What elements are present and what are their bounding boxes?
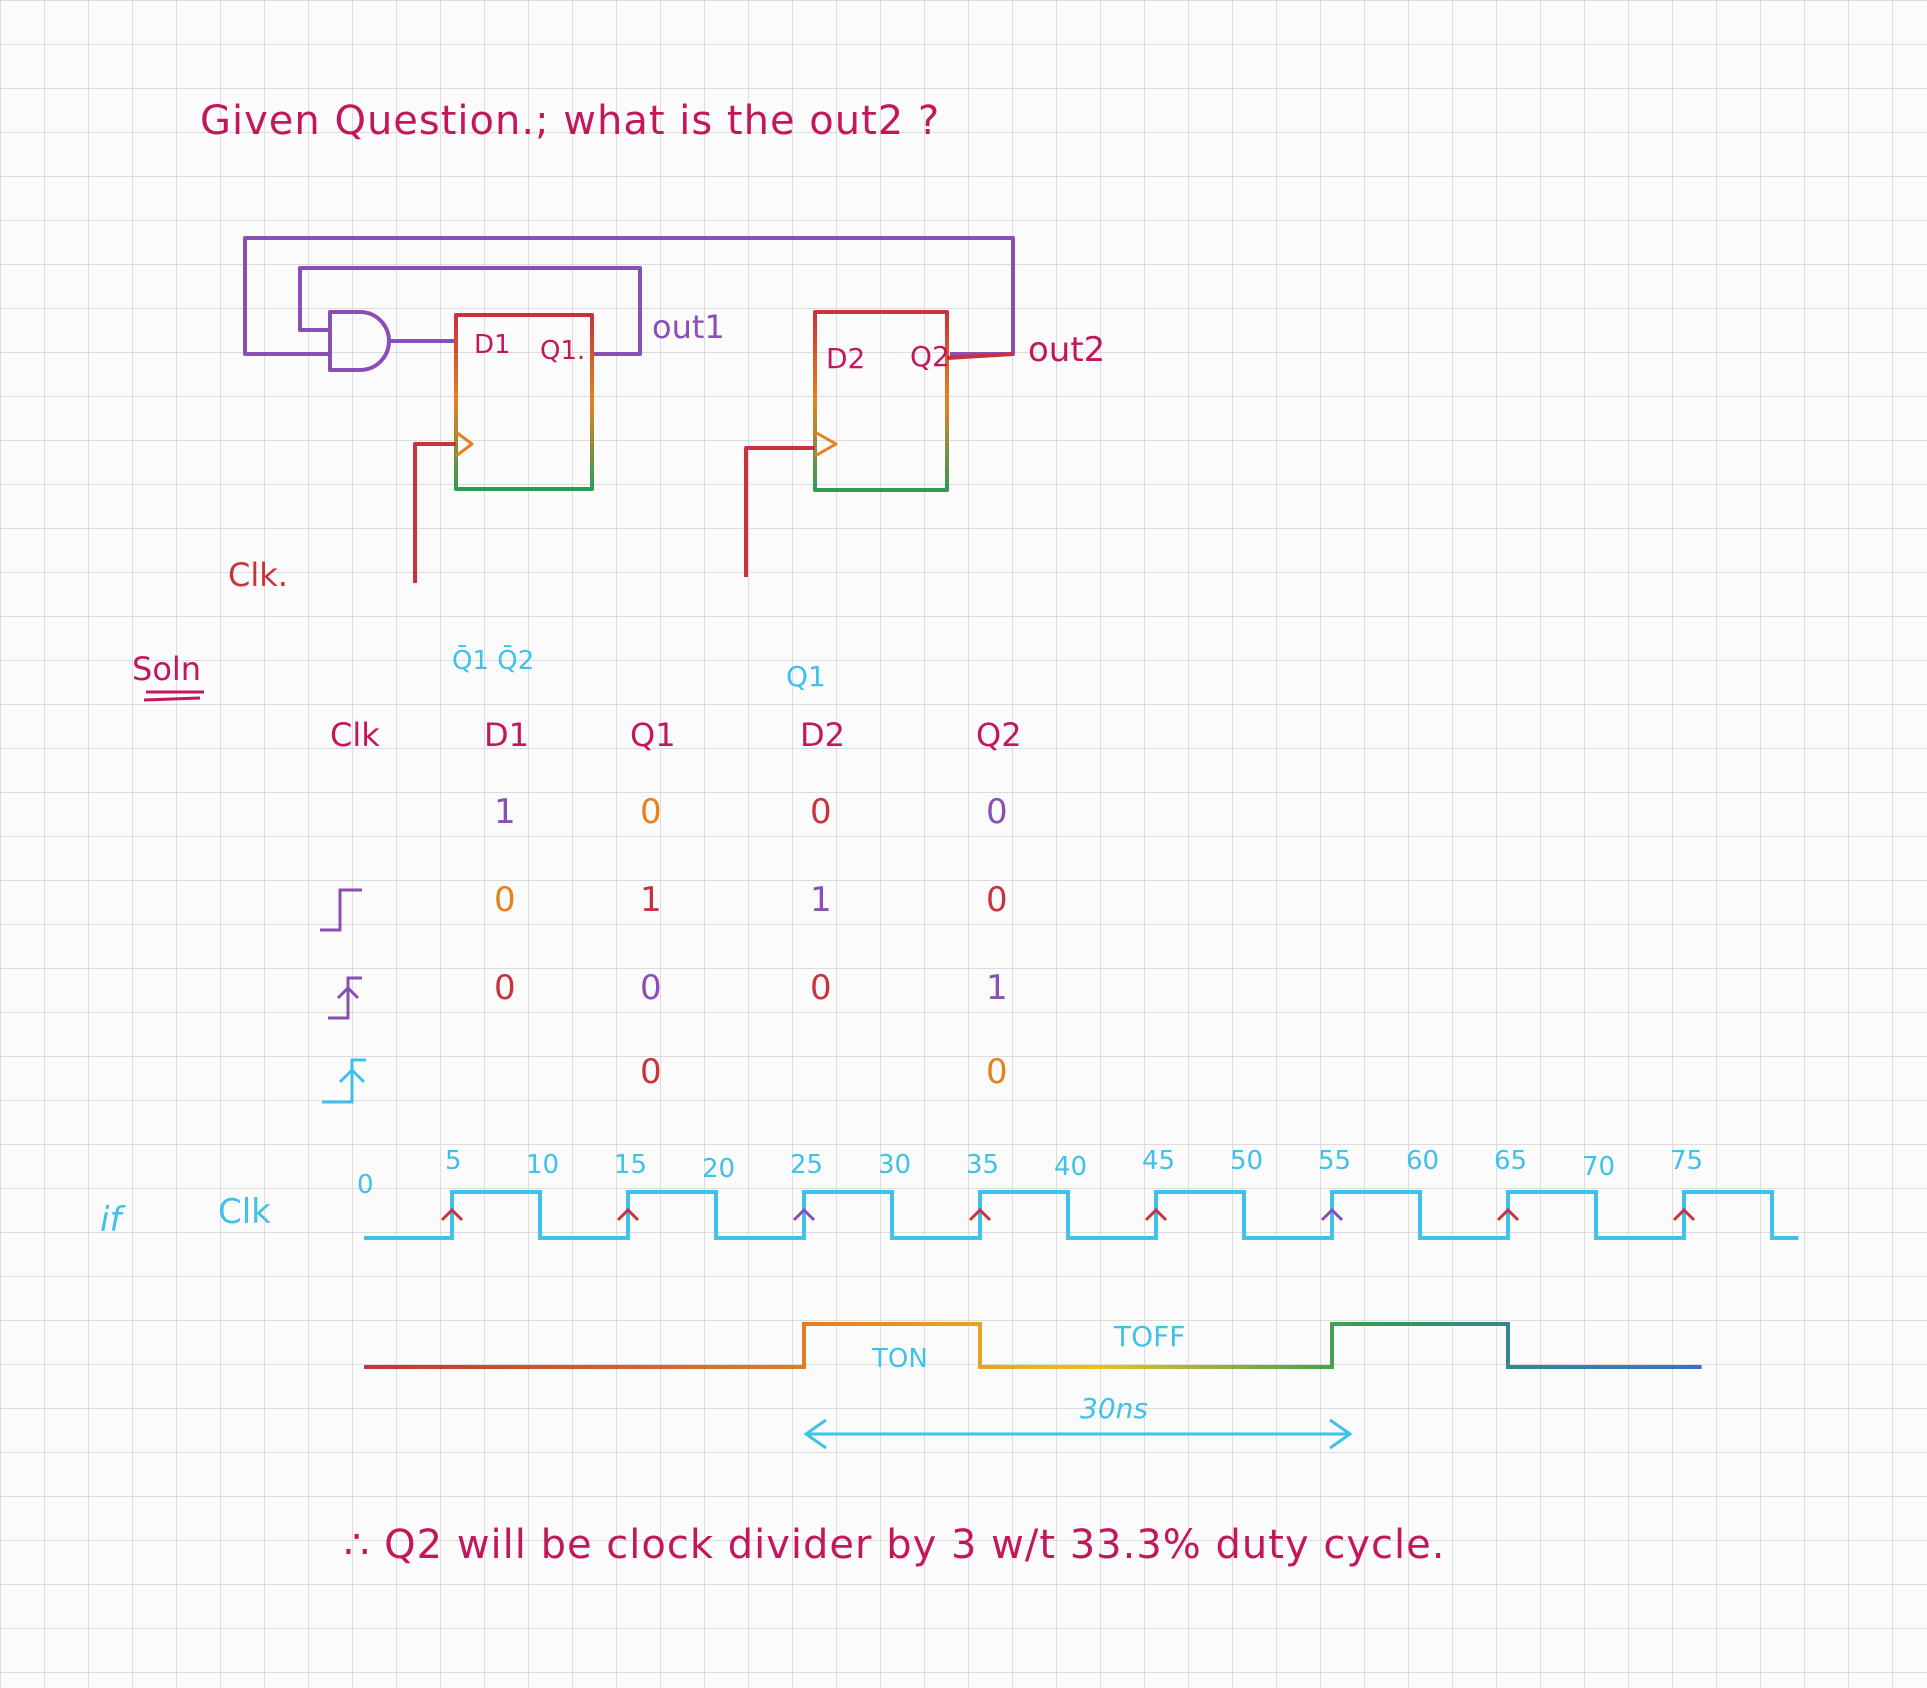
- time-tick-label: 30: [878, 1150, 912, 1180]
- time-tick-label: 45: [1142, 1146, 1176, 1176]
- table-header-d2: D2: [800, 716, 845, 754]
- time-tick-label: 10: [526, 1150, 560, 1180]
- d1-label: D1: [474, 330, 511, 360]
- table-cell-d1-row2: 0: [494, 968, 516, 1008]
- table-cell-d1-row1: 0: [494, 880, 516, 920]
- timing-clk-label: Clk: [218, 1192, 271, 1232]
- time-tick-label: 55: [1318, 1146, 1352, 1176]
- clk-to-ff2: [744, 446, 815, 577]
- out2-label: out2: [1028, 330, 1106, 370]
- table-cell-q2-row2: 1: [986, 968, 1008, 1008]
- table-header-q1: Q1: [630, 716, 676, 754]
- if-label: if: [100, 1200, 122, 1240]
- circuit-diagram: [243, 236, 1015, 583]
- clk-rising-edge-mark: [1496, 1207, 1520, 1222]
- time-tick-label: 35: [966, 1150, 1000, 1180]
- table-cell-q2-row3: 0: [986, 1052, 1008, 1092]
- clk-rising-edge-mark: [1144, 1207, 1168, 1222]
- q1-label: Q1.: [540, 336, 586, 366]
- time-tick-label: 65: [1494, 1146, 1528, 1176]
- time-tick-label: 40: [1054, 1152, 1088, 1182]
- q2-label: Q2: [910, 340, 950, 373]
- time-tick-label: 5: [445, 1146, 462, 1176]
- clk-label: Clk.: [228, 556, 288, 594]
- d2-equation-note: Q1: [786, 660, 826, 693]
- ton-label: TON: [872, 1344, 928, 1374]
- q2-waveform: [364, 1322, 1702, 1369]
- feedback-wire-q2: [243, 236, 1015, 356]
- time-tick-label: 15: [614, 1150, 648, 1180]
- time-tick-label: 0: [357, 1170, 374, 1200]
- d2-label: D2: [826, 342, 866, 375]
- ff1-clock-triangle: [455, 430, 474, 458]
- and-gate: [328, 310, 391, 372]
- clk-waveform: [364, 1190, 1799, 1240]
- clk-rising-edge-mark: [792, 1207, 816, 1222]
- time-tick-label: 25: [790, 1150, 824, 1180]
- table-cell-q1-row2: 0: [640, 968, 662, 1008]
- clk-rising-edge-marks: [440, 1207, 1696, 1222]
- time-tick-label: 50: [1230, 1146, 1264, 1176]
- conclusion-text: ∴ Q2 will be clock divider by 3 w/t 33.3…: [344, 1522, 1446, 1568]
- table-header-clk: Clk: [330, 716, 380, 754]
- period-arrow: [803, 1418, 1353, 1450]
- ff2-clock-triangle: [814, 430, 838, 458]
- table-cell-q1-row1: 1: [640, 880, 662, 920]
- table-cell-q1-row3: 0: [640, 1052, 662, 1092]
- clk-edge-icon-3: [322, 1058, 366, 1104]
- table-cell-d2-row2: 0: [810, 968, 832, 1008]
- table-header-q2: Q2: [976, 716, 1022, 754]
- time-tick-label: 75: [1670, 1146, 1704, 1176]
- table-cell-q2-row0: 0: [986, 792, 1008, 832]
- out2-wire: [946, 352, 1014, 360]
- table-cell-d1-row0: 1: [494, 792, 516, 832]
- solution-label: Soln: [132, 650, 202, 688]
- clk-to-ff1: [413, 442, 456, 583]
- time-tick-label: 60: [1406, 1146, 1440, 1176]
- clk-rising-edge-mark: [616, 1207, 640, 1222]
- time-tick-label: 70: [1582, 1152, 1616, 1182]
- table-header-d1: D1: [484, 716, 529, 754]
- solution-underline: [143, 690, 204, 702]
- flipflop-1: [454, 313, 594, 491]
- table-cell-d2-row0: 0: [810, 792, 832, 832]
- out1-label: out1: [652, 308, 725, 346]
- table-cell-q1-row0: 0: [640, 792, 662, 832]
- clk-rising-edge-mark: [968, 1207, 992, 1222]
- period-label: 30ns: [1080, 1392, 1148, 1425]
- timing-diagram: [364, 1190, 1799, 1450]
- toff-label: TOFF: [1114, 1320, 1186, 1353]
- table-cell-q2-row1: 0: [986, 880, 1008, 920]
- d1-equation-note: Q̄1 Q̄2: [452, 646, 535, 676]
- time-tick-label: 20: [702, 1154, 736, 1184]
- clk-rising-edge-mark: [1320, 1207, 1344, 1222]
- table-clock-edge-marks: [320, 888, 366, 1104]
- clk-rising-edge-mark: [1672, 1207, 1696, 1222]
- clk-edge-icon-2: [328, 976, 362, 1020]
- question-text: Given Question.; what is the out2 ?: [200, 98, 941, 144]
- table-cell-d2-row1: 1: [810, 880, 832, 920]
- clk-rising-edge-mark: [440, 1207, 464, 1222]
- clk-edge-icon-1: [320, 888, 362, 932]
- flipflop-2: [813, 310, 949, 492]
